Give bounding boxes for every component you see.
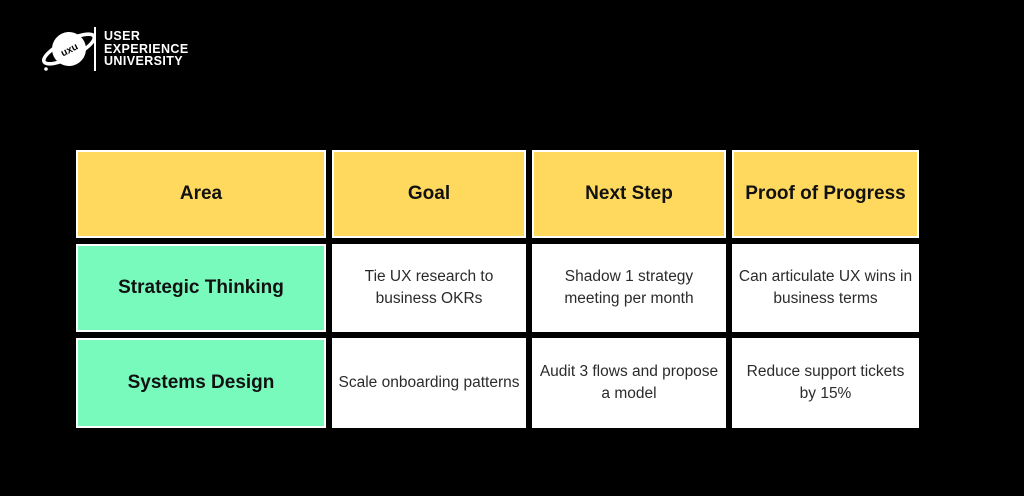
logo-line-2: EXPERIENCE: [104, 41, 189, 56]
logo-divider: [94, 27, 96, 71]
cell-goal: Tie UX research to business OKRs: [332, 244, 526, 332]
cell-next-step: Shadow 1 strategy meeting per month: [532, 244, 726, 332]
column-header-area: Area: [76, 150, 326, 238]
logo-line-3: UNIVERSITY: [104, 54, 184, 69]
cell-proof: Can articulate UX wins in business terms: [732, 244, 919, 332]
saturn-planet-icon: uxu: [42, 32, 96, 71]
cell-goal: Scale onboarding patterns: [332, 338, 526, 428]
cell-next-step: Audit 3 flows and propose a model: [532, 338, 726, 428]
logo-wordmark: USER EXPERIENCE UNIVERSITY: [104, 28, 189, 69]
cell-proof: Reduce support tickets by 15%: [732, 338, 919, 428]
column-header-proof-of-progress: Proof of Progress: [732, 150, 919, 238]
logo-line-1: USER: [104, 28, 141, 43]
row-label-strategic-thinking: Strategic Thinking: [76, 244, 326, 332]
column-header-next-step: Next Step: [532, 150, 726, 238]
row-label-systems-design: Systems Design: [76, 338, 326, 428]
column-header-goal: Goal: [332, 150, 526, 238]
progress-table: Area Goal Next Step Proof of Progress St…: [76, 150, 919, 428]
logo: uxu USER EXPERIENCE UNIVERSITY: [38, 18, 189, 80]
